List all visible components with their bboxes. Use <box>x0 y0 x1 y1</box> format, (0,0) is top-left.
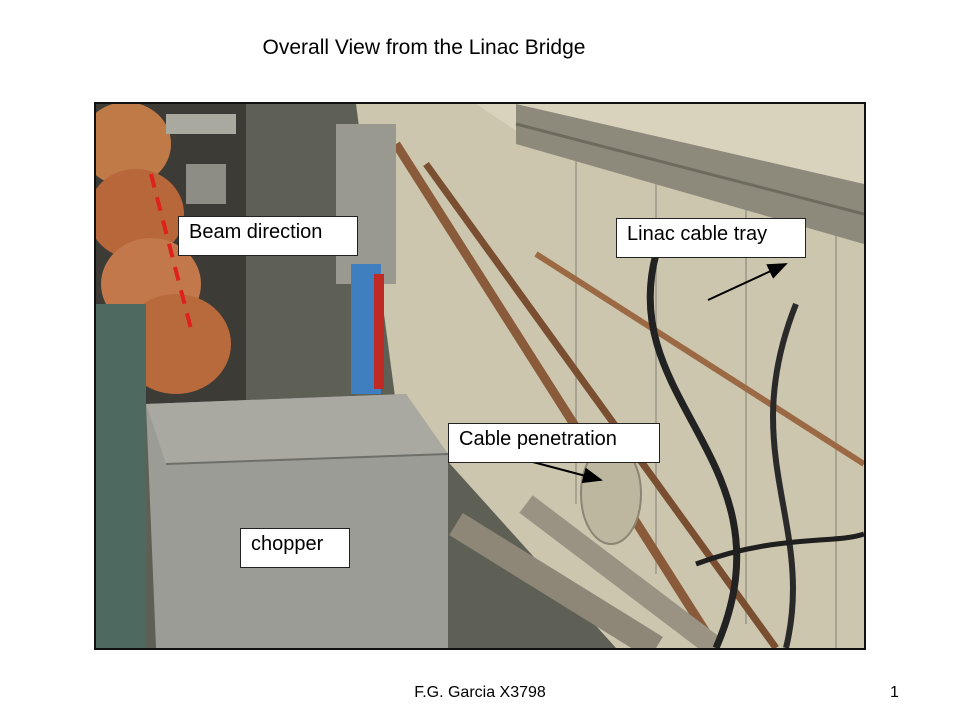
left-structure <box>96 304 146 648</box>
slide-footer: F.G. Garcia X3798 <box>414 684 546 701</box>
black-cable <box>695 531 864 567</box>
wall-pipe <box>392 141 720 648</box>
cable-tray <box>516 104 864 244</box>
black-cable <box>646 253 741 648</box>
hardware-column <box>336 124 396 284</box>
wall-pipe <box>423 161 779 648</box>
linac-photo-illustration <box>96 104 864 648</box>
annotation-arrows <box>509 263 788 484</box>
linac-cable-tray-label: Linac cable tray <box>616 218 806 258</box>
linac-photo <box>94 102 866 650</box>
black-cable <box>770 302 799 648</box>
slide-title: Overall View from the Linac Bridge <box>262 36 586 59</box>
beam-direction-label: Beam direction <box>178 216 358 256</box>
page-number: 1 <box>890 684 899 701</box>
floor-pipe <box>519 495 723 648</box>
beam-arrow <box>149 173 193 330</box>
chopper-box <box>146 394 449 648</box>
chopper-label: chopper <box>240 528 350 568</box>
cable-penetration-label: Cable penetration <box>448 423 660 463</box>
floor-pipe <box>449 512 663 648</box>
cable-tray-pointer <box>707 263 788 301</box>
wall-pipe <box>534 251 864 467</box>
